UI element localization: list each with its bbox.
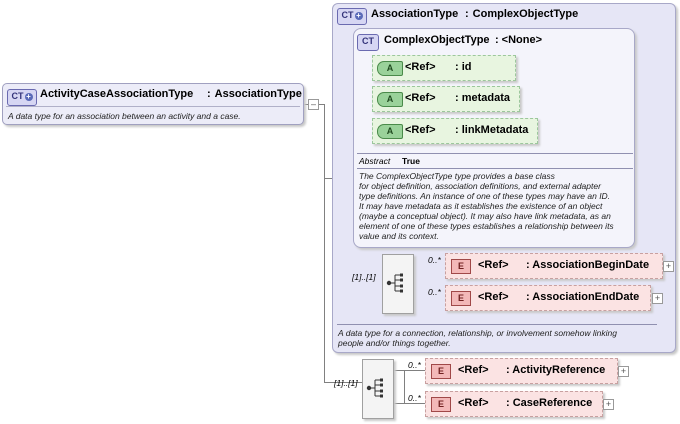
- element-occurrence: 0..*: [428, 287, 441, 297]
- expand-case-reference[interactable]: +: [603, 399, 614, 410]
- element-ref: <Ref>: [478, 291, 509, 303]
- element-occurrence: 0..*: [408, 393, 421, 403]
- complex-type-icon: CT+: [7, 89, 37, 106]
- element-name: : ActivityReference: [506, 364, 606, 376]
- element-association-end-date[interactable]: E <Ref> : AssociationEndDate: [445, 285, 651, 311]
- attribute-name: : id: [455, 61, 472, 73]
- connector-outer-elem-1: [392, 370, 425, 371]
- attribute-icon: A: [377, 92, 403, 107]
- attribute-linkmetadata[interactable]: A <Ref> : linkMetadata: [372, 118, 538, 144]
- element-activity-reference[interactable]: E <Ref> : ActivityReference: [425, 358, 618, 384]
- association-type-base: :ComplexObjectType: [465, 8, 579, 20]
- inner-sequence-box[interactable]: [382, 254, 414, 314]
- element-name: : AssociationEndDate: [526, 291, 640, 303]
- attribute-icon: A: [377, 61, 403, 76]
- connector-trunk-v: [324, 104, 325, 382]
- sequence-icon: [386, 273, 403, 293]
- attribute-id[interactable]: A <Ref> : id: [372, 55, 516, 81]
- attribute-icon: A: [377, 124, 403, 139]
- element-case-reference[interactable]: E <Ref> : CaseReference: [425, 391, 603, 417]
- root-collapse-toggle[interactable]: –: [308, 99, 319, 110]
- root-type-base: :AssociationType: [207, 88, 302, 100]
- complex-object-description: The ComplexObjectType type provides a ba…: [359, 171, 614, 241]
- root-type-name: ActivityCaseAssociationType: [40, 88, 194, 100]
- connector-to-outer-seq: [324, 382, 362, 383]
- expand-activity-reference[interactable]: +: [618, 366, 629, 377]
- element-icon: E: [431, 364, 451, 379]
- complex-object-type-name: ComplexObjectType: [384, 34, 490, 46]
- association-description: A data type for a connection, relationsh…: [338, 328, 617, 348]
- expand-association-end-date[interactable]: +: [652, 293, 663, 304]
- association-divider: [337, 324, 657, 325]
- sequence-icon: [366, 378, 383, 398]
- element-name: : CaseReference: [506, 397, 593, 409]
- attribute-ref: <Ref>: [405, 61, 436, 73]
- abstract-value: True: [402, 156, 420, 166]
- description-divider: [357, 168, 633, 169]
- root-description: A data type for an association between a…: [8, 111, 241, 121]
- element-ref: <Ref>: [478, 259, 509, 271]
- element-icon: E: [431, 397, 451, 412]
- connector-outer-seq-v: [404, 370, 405, 403]
- attribute-ref: <Ref>: [405, 124, 436, 136]
- element-icon: E: [451, 259, 471, 274]
- outer-sequence-occurrence: [1]..[1]: [334, 378, 358, 388]
- root-divider: [6, 106, 300, 107]
- element-ref: <Ref>: [458, 364, 489, 376]
- association-type-name: AssociationType: [371, 8, 459, 20]
- element-association-begin-date[interactable]: E <Ref> : AssociationBeginDate: [445, 253, 663, 279]
- element-icon: E: [451, 291, 471, 306]
- abstract-label: Abstract: [359, 156, 391, 166]
- attribute-metadata[interactable]: A <Ref> : metadata: [372, 86, 520, 112]
- complex-type-icon: CT: [357, 34, 379, 51]
- element-occurrence: 0..*: [428, 255, 441, 265]
- inner-sequence-occurrence: [1]..[1]: [352, 272, 376, 282]
- connector-outer-elem-2: [392, 403, 425, 404]
- attribute-name: : linkMetadata: [455, 124, 529, 136]
- element-name: : AssociationBeginDate: [526, 259, 650, 271]
- outer-sequence-box[interactable]: [362, 359, 394, 419]
- expand-association-begin-date[interactable]: +: [663, 261, 674, 272]
- attribute-name: : metadata: [455, 92, 511, 104]
- root-type-box[interactable]: CT+ ActivityCaseAssociationType :Associa…: [2, 83, 304, 125]
- complex-object-type-base: :<None>: [495, 34, 543, 46]
- element-occurrence: 0..*: [408, 360, 421, 370]
- connector-to-association: [324, 178, 332, 179]
- complex-type-icon: CT+: [337, 8, 367, 25]
- attribute-ref: <Ref>: [405, 92, 436, 104]
- element-ref: <Ref>: [458, 397, 489, 409]
- abstract-divider: [357, 153, 633, 154]
